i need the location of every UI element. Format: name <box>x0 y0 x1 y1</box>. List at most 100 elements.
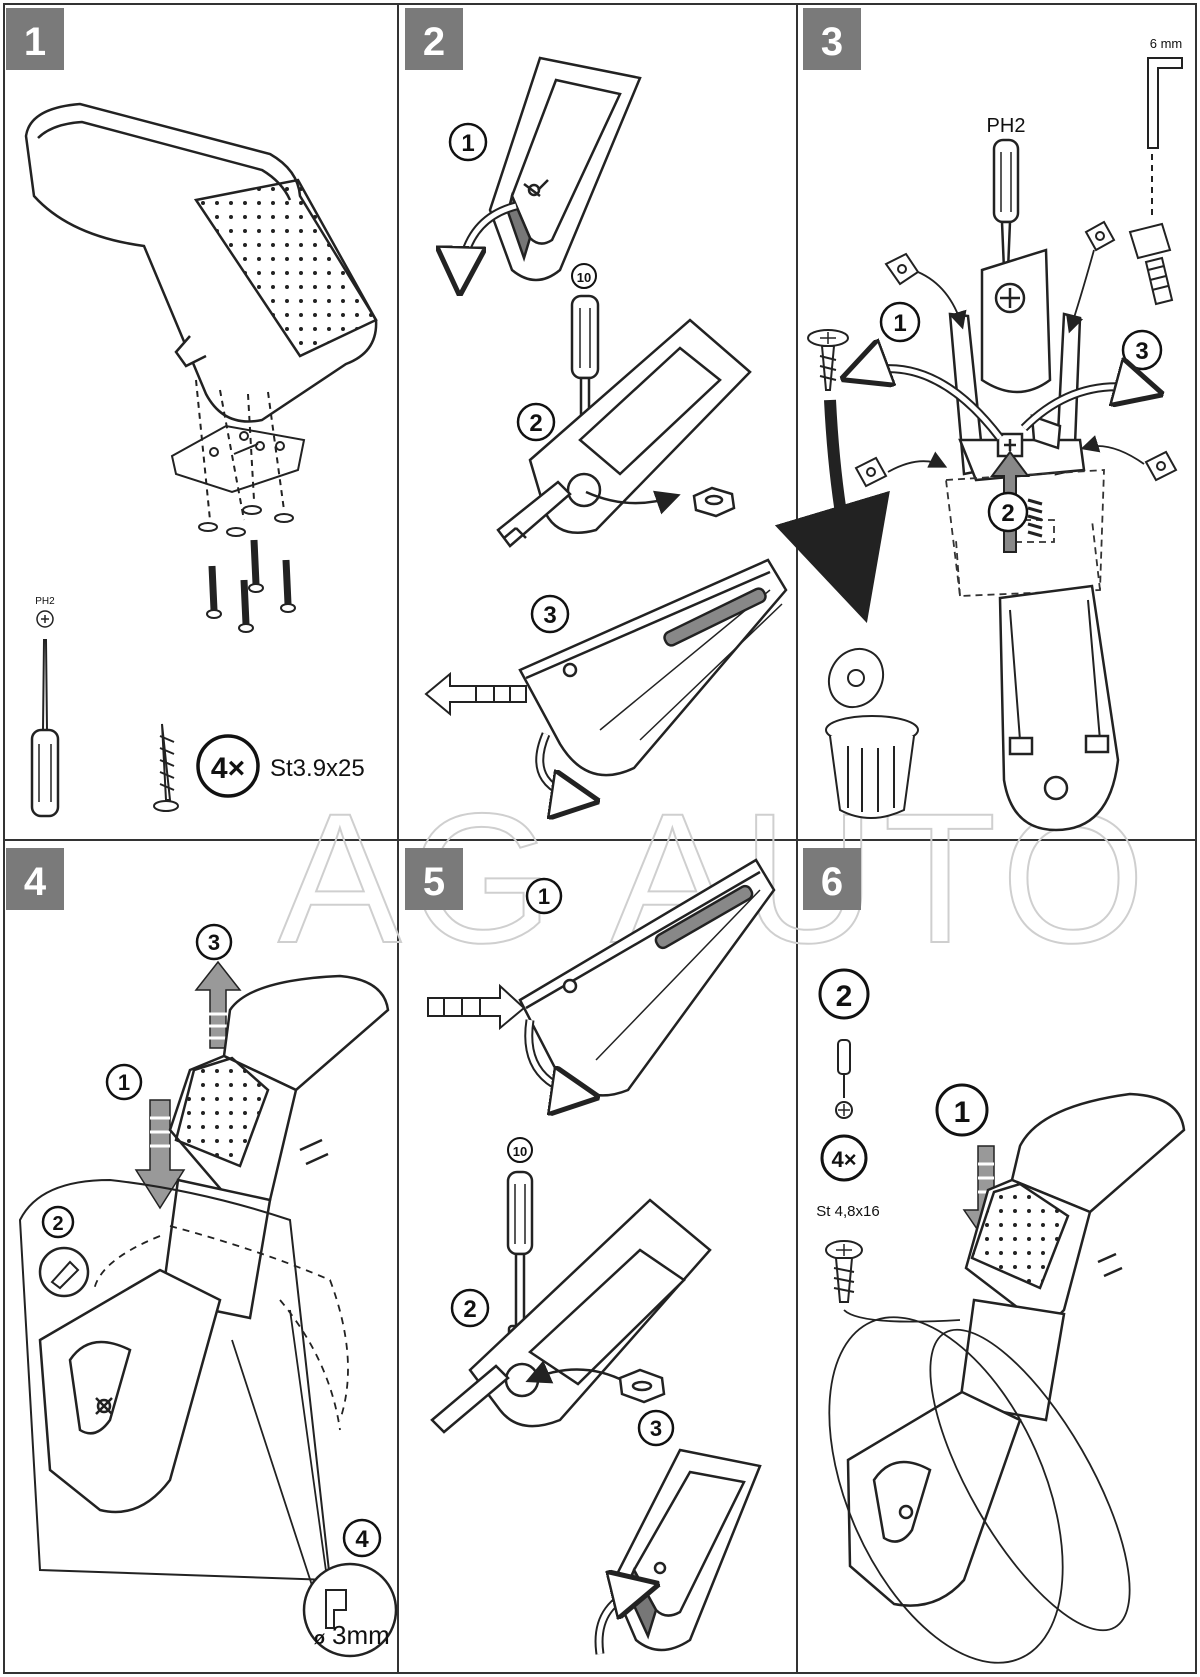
remove-nut-arrow <box>585 490 681 515</box>
svg-text:4×: 4× <box>831 1147 856 1172</box>
svg-text:1: 1 <box>118 1070 130 1095</box>
panel-5: 5 1 10 10 <box>405 848 776 1655</box>
compression-spring <box>1027 498 1043 538</box>
panel-5-badge: 5 <box>405 848 463 910</box>
panel-3-badge: 3 <box>803 8 861 70</box>
ph2-driver-3 <box>992 138 1020 272</box>
panel-grid <box>3 3 1197 1674</box>
armrest-assembled-4 <box>160 974 390 1320</box>
wrench-size-badge-5: 10 <box>507 1137 533 1163</box>
armrest-assembled-6 <box>958 1092 1186 1422</box>
svg-text:1: 1 <box>538 884 550 909</box>
panel-6-badge: 6 <box>803 848 861 910</box>
svg-text:ø: ø <box>314 1628 325 1648</box>
svg-text:2: 2 <box>836 980 853 1013</box>
svg-text:3: 3 <box>821 20 843 64</box>
step-marker-5-2: 2 <box>450 1288 490 1328</box>
svg-text:4×: 4× <box>211 752 245 785</box>
svg-text:6: 6 <box>821 860 843 904</box>
svg-text:3: 3 <box>1135 338 1148 365</box>
svg-text:10: 10 <box>577 270 591 285</box>
bracket-ghost-outline <box>944 469 1105 597</box>
svg-text:3: 3 <box>543 602 556 629</box>
svg-text:4: 4 <box>355 1526 369 1553</box>
slide-arrow-5 <box>427 983 526 1031</box>
bracket-assembly <box>948 248 1086 482</box>
screw-location-ellipses <box>828 1316 1131 1664</box>
screwdriver-icon-6 <box>835 1039 853 1119</box>
step-marker-3-2: 2 <box>987 491 1029 533</box>
svg-text:1: 1 <box>954 1096 971 1129</box>
svg-text:4: 4 <box>24 860 47 904</box>
step-marker-5-3: 3 <box>637 1409 675 1447</box>
step-marker-2-1: 1 <box>448 122 488 162</box>
screw-spec-label: St3.9x25 <box>270 755 365 782</box>
screw-count-badge: 4× <box>196 734 260 798</box>
drill-point-lines <box>231 1309 331 1611</box>
drill-size-callout: ø 3mm <box>302 1562 398 1658</box>
lid-open-illustration <box>518 558 788 777</box>
screw-icon-6 <box>825 1240 863 1303</box>
step-marker-4-3: 3 <box>195 923 233 961</box>
svg-text:2: 2 <box>463 1296 476 1323</box>
hex-key-icon <box>1147 57 1183 149</box>
step-marker-4-2: 2 <box>41 1205 75 1239</box>
screw-pointer-line <box>843 1309 961 1323</box>
marking-tool-icon <box>38 1246 90 1298</box>
screw-spec-label-6: St 4,8x16 <box>816 1203 879 1220</box>
driver-label: PH2 <box>987 115 1026 137</box>
step-marker-2-2: 2 <box>516 402 556 442</box>
step-marker-4-4: 4 <box>342 1518 382 1558</box>
step-marker-5-1: 1 <box>525 877 563 915</box>
svg-text:2: 2 <box>423 20 445 64</box>
panel-2: 2 1 10 10 2 <box>405 8 788 800</box>
console-cover-5 <box>610 1448 762 1652</box>
svg-text:2: 2 <box>52 1213 63 1235</box>
panel-2-badge: 2 <box>405 8 463 70</box>
lid-close-illustration <box>518 858 776 1097</box>
console-cover-illustration <box>488 56 642 282</box>
svg-text:1: 1 <box>461 130 474 157</box>
panel-4-badge: 4 <box>6 848 64 910</box>
panel-3: 3 6 mm PH2 <box>774 8 1183 832</box>
panel-1-badge: 1 <box>6 8 64 70</box>
clip-arrows <box>887 249 1145 473</box>
mounting-screws <box>195 379 296 633</box>
svg-text:1: 1 <box>24 20 46 64</box>
panel-6: 6 2 4× St 4,8x16 1 <box>803 848 1186 1664</box>
panel-1: 1 PH2 <box>6 8 378 818</box>
hex-nut-5 <box>618 1368 666 1404</box>
wrench-size-badge-2: 10 <box>571 263 597 289</box>
step-marker-3-1: 1 <box>879 301 921 343</box>
svg-text:3mm: 3mm <box>332 1620 390 1650</box>
console-body-6 <box>846 1390 1022 1607</box>
ph2-label: PH2 <box>35 596 55 607</box>
hex-key-size-label: 6 mm <box>1150 36 1183 51</box>
discard-bin-icon <box>825 647 919 819</box>
svg-text:1: 1 <box>893 310 906 337</box>
svg-text:2: 2 <box>1001 500 1014 527</box>
screw-icon-3 <box>807 329 849 391</box>
step-marker-2-3: 3 <box>530 594 570 634</box>
ph2-screwdriver-icon: PH2 <box>30 596 60 818</box>
hex-nut-icon <box>692 486 736 518</box>
step-marker-6-1: 1 <box>935 1083 989 1137</box>
base-tray <box>998 584 1120 832</box>
screw-count-badge-6: 4× <box>820 1134 868 1182</box>
step-marker-4-1: 1 <box>105 1063 143 1101</box>
clip-nuts <box>854 220 1178 488</box>
step-marker-3-3: 3 <box>1121 329 1163 371</box>
install-nut-arrow <box>525 1360 627 1384</box>
svg-text:3: 3 <box>650 1416 662 1441</box>
svg-text:3: 3 <box>208 930 220 955</box>
discard-arrow <box>774 399 890 623</box>
wood-screw-icon <box>153 723 179 812</box>
console-body-4 <box>18 1178 332 1582</box>
step-marker-6-2: 2 <box>818 968 870 1020</box>
console-bracket-illustration <box>496 318 752 548</box>
svg-text:10: 10 <box>513 1144 527 1159</box>
socket-bolt-icon <box>1128 222 1174 306</box>
svg-text:2: 2 <box>529 410 542 437</box>
slide-arrow-2 <box>424 671 527 717</box>
